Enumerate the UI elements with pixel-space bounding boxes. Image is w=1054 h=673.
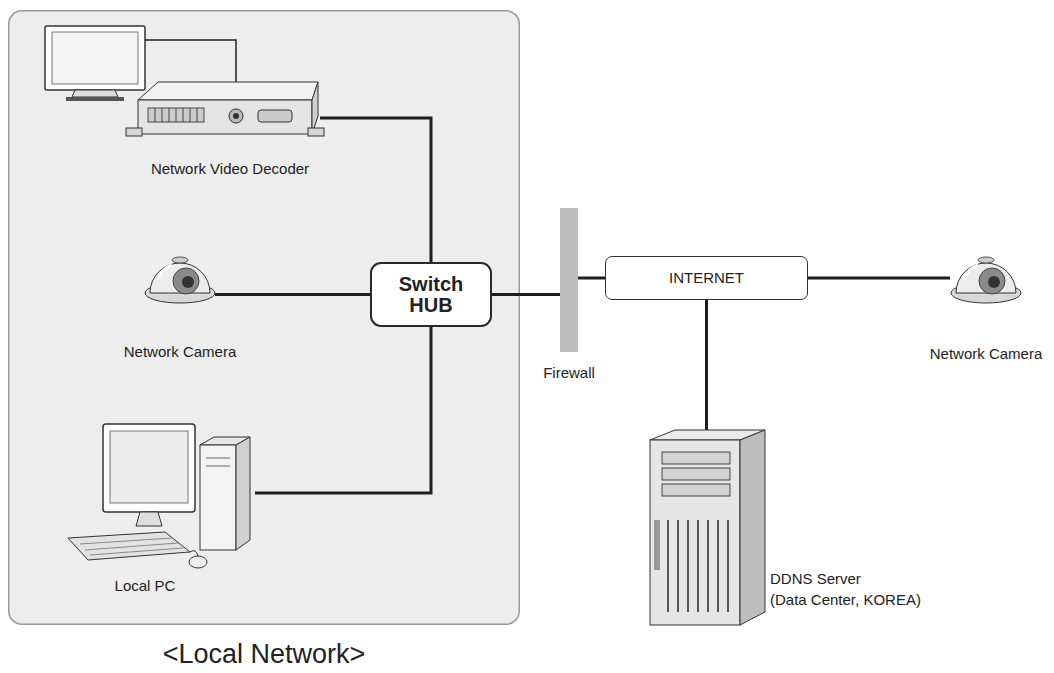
camera-illustration [951, 257, 1021, 303]
device-label: Network Camera [891, 345, 1054, 363]
camera-device: Network Camera [950, 252, 1022, 322]
network-link [492, 293, 560, 296]
device-label: Network Camera [85, 343, 275, 361]
camera-device: Network Camera [145, 248, 215, 318]
network-link [705, 300, 708, 430]
network-region: <Local Network>Network Video DecoderNetw… [8, 10, 520, 625]
device-label: Network Video Decoder [104, 160, 356, 178]
network-link [215, 293, 370, 296]
network-link [578, 277, 605, 280]
server-device: DDNS Server(Data Center, KOREA) [640, 430, 765, 625]
monitor-illustration [45, 26, 145, 101]
network-link [255, 327, 431, 493]
region-label: <Local Network> [8, 638, 520, 670]
firewall-label: Firewall [519, 364, 619, 382]
switch-hub-box: Switch HUB [370, 262, 492, 327]
hub-label: Switch HUB [386, 274, 476, 316]
decoder-illustration [126, 82, 324, 136]
server-location: (Data Center, KOREA) [770, 591, 960, 609]
internet-label: INTERNET [612, 269, 802, 287]
device-label: Local PC [65, 577, 225, 595]
network-link [320, 118, 431, 262]
decoder-device: Network Video Decoder [128, 72, 320, 140]
camera-illustration [145, 257, 215, 303]
video-wire [145, 40, 236, 108]
firewall-bar: Firewall [560, 208, 578, 352]
server-name: DDNS Server [770, 570, 960, 588]
pc-illustration [68, 424, 250, 568]
internet-box: INTERNET [605, 256, 808, 300]
server-illustration [650, 430, 765, 625]
pc-device: Local PC [65, 420, 255, 570]
network-link [808, 277, 950, 280]
